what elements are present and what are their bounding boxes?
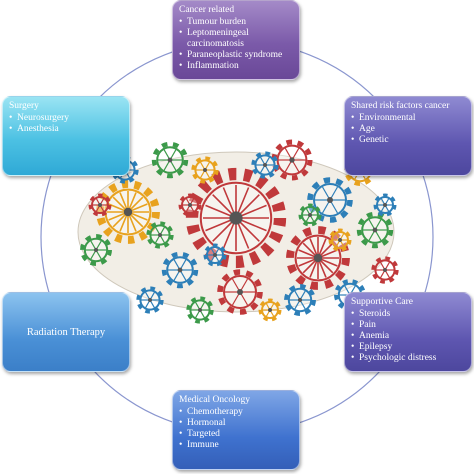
list-item: Paraneoplastic syndrome (179, 50, 293, 61)
list-item: Neurosurgery (9, 113, 123, 124)
medical-oncology-box: Medical Oncology Chemotherapy Hormonal T… (172, 390, 300, 470)
gear-icon (136, 286, 164, 314)
list-item: Targeted (179, 429, 293, 440)
list-item: Hormonal (179, 418, 293, 429)
list-item: Psychologic distress (351, 353, 465, 364)
gear-icon (80, 234, 112, 266)
radiation-therapy-box: Radiation Therapy (2, 292, 130, 372)
list-item: Pain (351, 320, 465, 331)
list-item: Genetic (351, 135, 465, 146)
list-item: Immune (179, 440, 293, 451)
medical-oncology-title: Medical Oncology (179, 395, 250, 405)
gear-icon (328, 228, 352, 252)
list-item: Inflammation (179, 61, 293, 72)
gear-icon (251, 151, 279, 179)
gear-icon (151, 141, 189, 179)
gear-icon (178, 193, 202, 217)
supportive-care-title: Supportive Care (351, 297, 414, 307)
gear-icon (371, 256, 399, 284)
gear-icon (284, 284, 316, 316)
list-item: Anesthesia (9, 124, 123, 135)
brain-gears-icon (77, 139, 399, 324)
gear-icon (161, 251, 199, 289)
gear-icon (88, 193, 112, 217)
gear-icon (356, 211, 394, 249)
gear-icon (185, 167, 287, 269)
shared-risk-factors-title: Shared risk factors cancer (351, 101, 450, 111)
radiation-therapy-title: Radiation Therapy (26, 326, 106, 338)
list-item: Anemia (351, 331, 465, 342)
gear-icon (146, 221, 174, 249)
gear-icon (307, 177, 353, 223)
surgery-list: Neurosurgery Anesthesia (9, 113, 123, 135)
gear-icon (298, 203, 322, 227)
surgery-title: Surgery (9, 101, 39, 111)
gear-icon (258, 298, 282, 322)
gear-icon (203, 243, 227, 267)
surgery-box: Surgery Neurosurgery Anesthesia (2, 96, 130, 176)
shared-risk-factors-box: Shared risk factors cancer Environmental… (344, 96, 472, 176)
list-item: Tumour burden (179, 17, 293, 28)
gear-icon (191, 156, 219, 184)
supportive-care-box: Supportive Care Steroids Pain Anemia Epi… (344, 292, 472, 372)
list-item: Steroids (351, 309, 465, 320)
shared-risk-factors-list: Environmental Age Genetic (351, 113, 465, 146)
list-item: Leptomeningeal carcinomatosis (179, 28, 293, 50)
cancer-related-box: Cancer related Tumour burden Leptomening… (172, 0, 300, 80)
gear-icon (186, 296, 214, 324)
gear-icon (217, 269, 263, 315)
list-item: Age (351, 124, 465, 135)
gear-icon (286, 226, 350, 290)
list-item: Environmental (351, 113, 465, 124)
medical-oncology-list: Chemotherapy Hormonal Targeted Immune (179, 407, 293, 451)
list-item: Chemotherapy (179, 407, 293, 418)
supportive-care-list: Steroids Pain Anemia Epilepsy Psychologi… (351, 309, 465, 364)
cancer-related-list: Tumour burden Leptomeningeal carcinomato… (179, 17, 293, 72)
cancer-related-title: Cancer related (179, 5, 235, 15)
gear-icon (373, 193, 397, 217)
list-item: Epilepsy (351, 342, 465, 353)
